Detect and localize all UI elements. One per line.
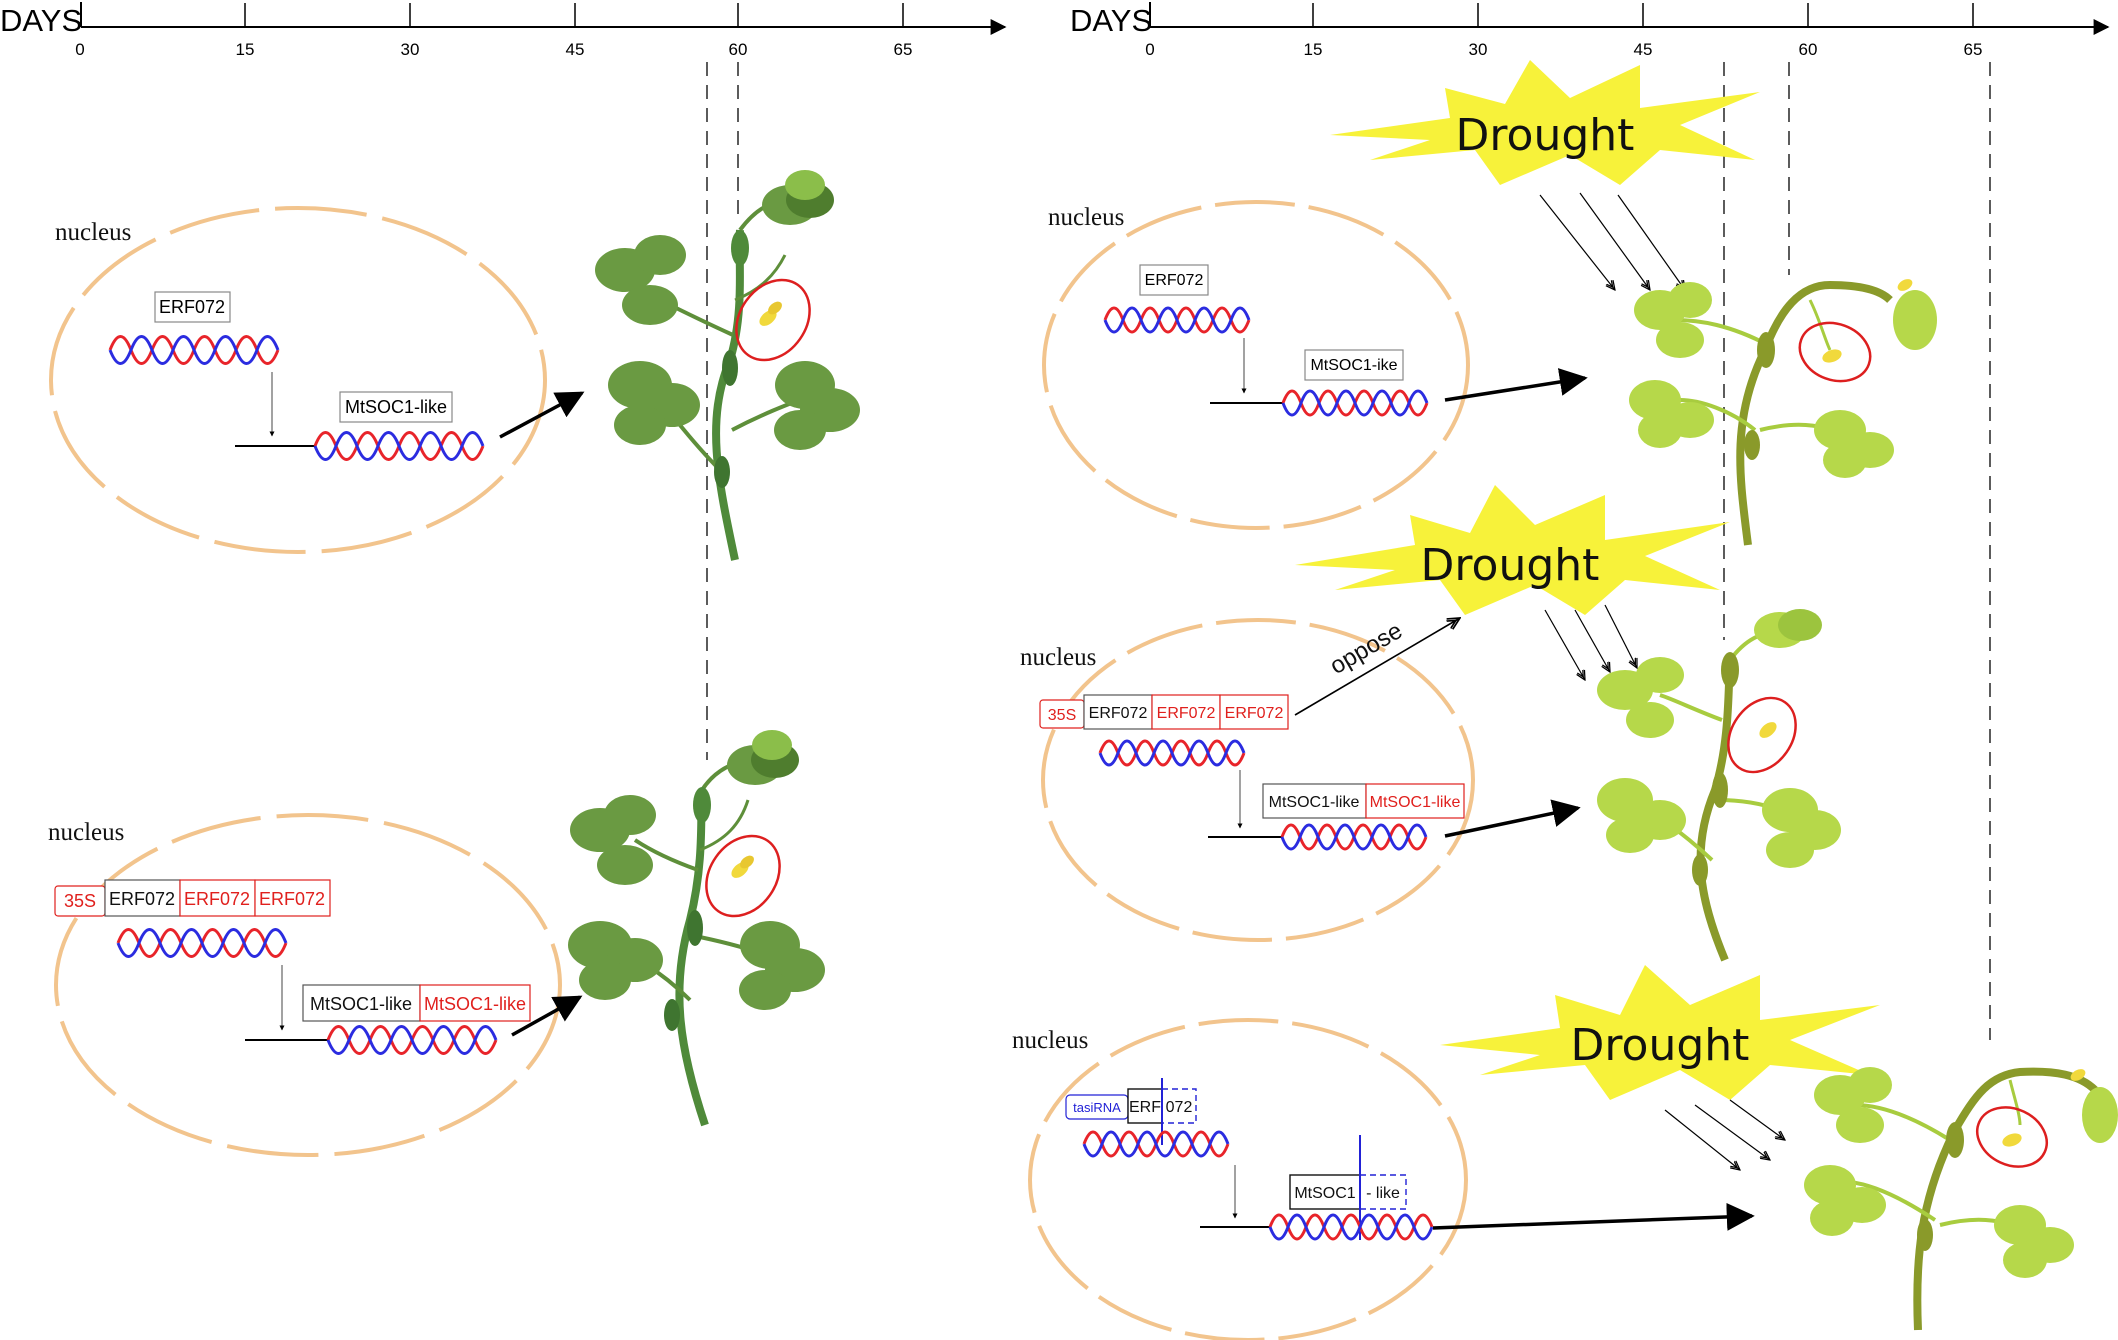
plant-drought-overexpression [1597, 609, 1841, 962]
gene-erf072-label: ERF072 [1145, 272, 1204, 289]
drought-stress-arrows [1544, 604, 1637, 680]
drought-burst: Drought [1440, 965, 1880, 1100]
gene-mtsoc1-label: MtSOC1-ike [1310, 357, 1397, 374]
plant-drought-wildtype [1629, 279, 1937, 546]
nucleus-drought-wildtype: nucleus ERF072 MtSOC1-ike [1042, 200, 1588, 530]
right-timeline: DAYS 0 15 30 45 60 65 [1070, 2, 2110, 59]
dna-helix [1268, 1213, 1434, 1241]
gene-erf072-overexp-label: ERF072 [184, 889, 250, 909]
plant-wildtype [595, 170, 860, 561]
nucleus-label: nucleus [48, 819, 124, 846]
gene-erf072-overexp-label: ERF072 [1225, 705, 1284, 722]
gene-mtsoc1-overexp-label: MtSOC1-like [424, 994, 526, 1014]
tick-label: 30 [1469, 40, 1488, 59]
nucleus-drought-silenced: nucleus tasiRNA ERF 072 MtSOC1 - like [1012, 1018, 1755, 1340]
flower-highlight-ring [705, 834, 781, 918]
gene-mtsoc1-label: MtSOC1-like [1269, 794, 1360, 811]
plant-overexpression [568, 730, 825, 1127]
flower-highlight-ring [1976, 1106, 2048, 1168]
nucleus-label: nucleus [1012, 1027, 1088, 1054]
gene-mtsoc1-cleaved-label: - like [1366, 1185, 1400, 1202]
tick-label: 0 [1145, 40, 1154, 59]
gene-mtsoc1-fragment-label: MtSOC1 [1294, 1185, 1355, 1202]
gene-mtsoc1-overexp-label: MtSOC1-like [1370, 794, 1461, 811]
gene-erf072-label: ERF072 [159, 297, 225, 317]
tick-label: 30 [401, 40, 420, 59]
tick-label: 15 [236, 40, 255, 59]
tick-label: 15 [1304, 40, 1323, 59]
gene-erf072-overexp-label: ERF072 [1157, 705, 1216, 722]
tick-label: 60 [1799, 40, 1818, 59]
drought-label: Drought [1571, 1020, 1750, 1071]
gene-mtsoc1-label: MtSOC1-like [310, 994, 412, 1014]
tick-label: 45 [1634, 40, 1653, 59]
gene-mtsoc1-label: MtSOC1-like [345, 397, 447, 417]
nucleus-drought-overexpression: nucleus 35S ERF072 ERF072 ERF072 MtSOC1-… [1020, 617, 1581, 942]
nucleus-membrane [1041, 618, 1475, 942]
gene-erf072-overexp-label: ERF072 [259, 889, 325, 909]
nucleus-membrane [1042, 200, 1470, 530]
oppose-label: oppose [1325, 617, 1407, 680]
promoter-35s-label: 35S [64, 891, 96, 911]
gene-erf072-label: ERF072 [1089, 705, 1148, 722]
tick-label: 0 [75, 40, 84, 59]
gene-erf072-label: ERF072 [109, 889, 175, 909]
nucleus-overexpression: nucleus 35S ERF072 ERF072 ERF072 MtSOC1-… [48, 813, 583, 1157]
gene-erf-fragment-label: ERF [1129, 1099, 1161, 1116]
tick-label: 65 [894, 40, 913, 59]
tick-label: 45 [566, 40, 585, 59]
nucleus-label: nucleus [1020, 644, 1096, 671]
drought-label: Drought [1421, 540, 1600, 591]
flower-highlight-ring [1727, 696, 1797, 774]
flower-highlight-ring [1798, 321, 1872, 383]
left-timeline: DAYS 0 15 30 45 60 65 [0, 2, 1007, 59]
tick-label: 65 [1964, 40, 1983, 59]
timeline-title: DAYS [0, 3, 82, 38]
gene-erf-cleaved-label: 072 [1166, 1099, 1193, 1116]
drought-burst: Drought [1295, 485, 1730, 615]
drought-stress-arrows [1664, 1099, 1785, 1170]
tick-label: 60 [729, 40, 748, 59]
nucleus-wildtype: nucleus ERF072 MtSOC1-like [49, 206, 585, 554]
drought-stress-arrows [1539, 192, 1685, 290]
timeline-title: DAYS [1070, 3, 1152, 38]
time-markers [706, 62, 1991, 1040]
flower-highlight-ring [735, 278, 811, 362]
drought-burst: Drought [1330, 60, 1760, 185]
nucleus-label: nucleus [55, 219, 131, 246]
drought-label: Drought [1456, 110, 1635, 161]
oppose-arrow [1294, 618, 1460, 716]
nucleus-membrane [54, 813, 562, 1157]
nucleus-membrane [1028, 1018, 1468, 1340]
tasirna-label: tasiRNA [1073, 1100, 1121, 1115]
nucleus-label: nucleus [1048, 204, 1124, 231]
nucleus-membrane [49, 206, 547, 554]
promoter-35s-label: 35S [1048, 707, 1076, 724]
plant-drought-silenced [1804, 1067, 2118, 1331]
